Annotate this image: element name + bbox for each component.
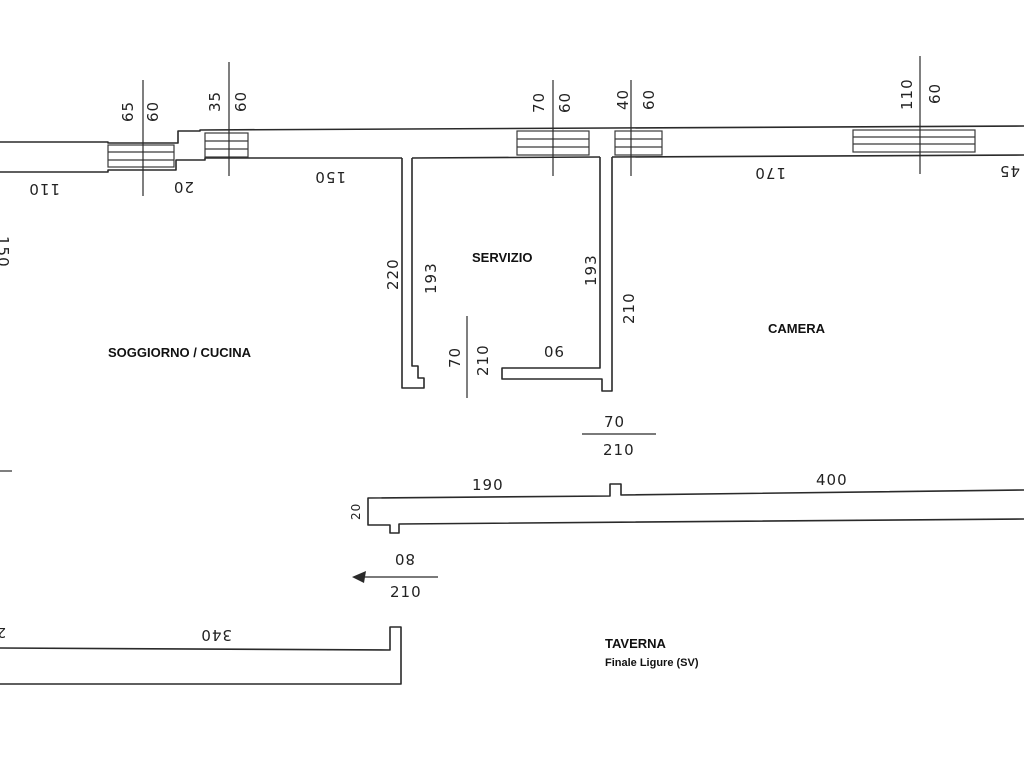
- dim-top-wall-right: 45: [999, 162, 1020, 180]
- dim-door-taverna-height: 210: [390, 583, 422, 601]
- room-label-taverna: TAVERNA: [605, 636, 667, 651]
- dim-door-camera-height: 210: [603, 441, 635, 459]
- window-3: [516, 80, 590, 176]
- top-wall-inner-camera: [611, 154, 1024, 158]
- window-5-height: 60: [926, 83, 944, 104]
- dim-bottom-left-2: 2: [0, 624, 6, 639]
- dim-mid-wall-20: 20: [349, 503, 363, 520]
- dim-left-wall-partial: 150: [0, 236, 12, 268]
- dim-top-wall-soggiorno: 150: [314, 168, 346, 186]
- window-2-width: 35: [206, 91, 224, 112]
- window-4-width: 40: [614, 89, 632, 110]
- window-3-height: 60: [556, 92, 574, 113]
- bottom-wall: [0, 626, 402, 685]
- dim-door-taverna-width: 80: [394, 550, 415, 568]
- dim-servizio-left-inner: 193: [422, 262, 440, 294]
- servizio-right-wall: [501, 157, 613, 392]
- dim-top-wall-camera: 170: [754, 164, 786, 182]
- window-2: [204, 62, 249, 176]
- room-label-servizio: SERVIZIO: [472, 250, 532, 265]
- dim-step-20: 20: [173, 178, 194, 196]
- dim-mid-wall-190: 190: [472, 476, 504, 494]
- window-1-width: 65: [119, 101, 137, 122]
- top-exterior-wall: [0, 125, 1024, 173]
- dim-servizio-wall-90: 90: [543, 342, 564, 360]
- window-4: [614, 80, 663, 176]
- servizio-left-wall: [401, 158, 425, 389]
- dim-top-wall-left: 110: [28, 180, 60, 198]
- middle-wall: [367, 483, 1024, 534]
- dim-door-servizio-width: 70: [446, 347, 464, 368]
- room-label-camera: CAMERA: [768, 321, 826, 336]
- window-1: [107, 80, 175, 196]
- dim-servizio-right-height: 210: [620, 292, 638, 324]
- dim-servizio-right-inner: 193: [582, 254, 600, 286]
- window-2-height: 60: [232, 91, 250, 112]
- top-wall-inner-line: [0, 157, 402, 173]
- dim-bottom-wall-340: 340: [200, 626, 232, 644]
- location-label: Finale Ligure (SV): [605, 657, 699, 669]
- dim-door-camera-width: 70: [604, 413, 625, 431]
- top-wall-inner-servizio: [411, 156, 601, 159]
- dim-door-servizio-height: 210: [474, 344, 492, 376]
- top-wall-outer-line: [0, 125, 1024, 144]
- dim-servizio-left-height: 220: [384, 258, 402, 290]
- window-5: [852, 56, 976, 174]
- dim-mid-wall-400: 400: [816, 471, 848, 489]
- room-label-soggiorno: SOGGIORNO / CUCINA: [108, 345, 252, 360]
- window-1-height: 60: [144, 101, 162, 122]
- window-4-height: 60: [640, 89, 658, 110]
- window-3-width: 70: [530, 92, 548, 113]
- door-taverna-marker: [352, 571, 438, 583]
- window-5-width: 110: [898, 78, 916, 110]
